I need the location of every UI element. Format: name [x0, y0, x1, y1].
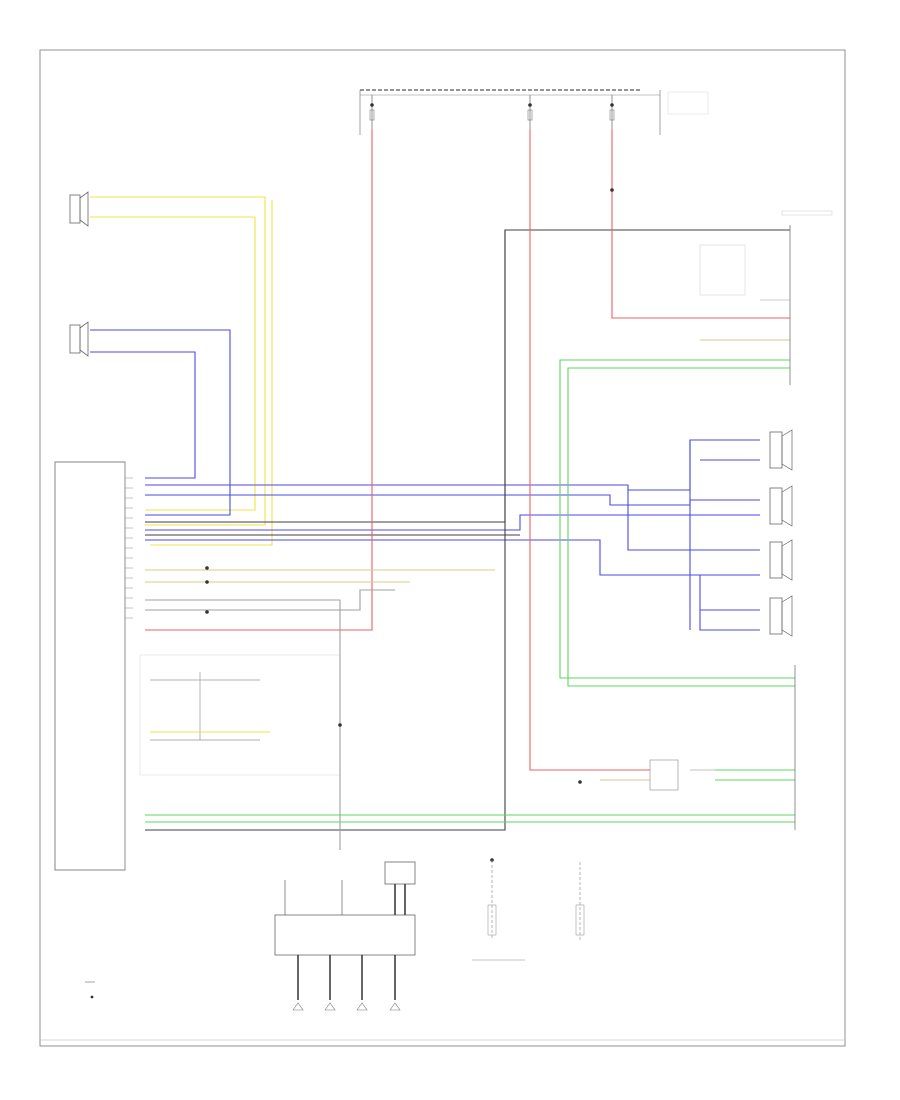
tan-wires — [145, 339, 790, 850]
right-door-speaker — [69, 321, 89, 357]
bottom-module — [274, 861, 416, 1011]
yellow-wires — [90, 196, 273, 546]
red-wires — [145, 130, 790, 771]
left-door-speaker — [69, 191, 89, 227]
connector-dots — [205, 103, 614, 862]
green-wires — [145, 359, 795, 823]
radio-unit — [54, 461, 133, 871]
fuse-block — [359, 89, 709, 135]
blue-wires — [90, 329, 760, 631]
bottom-right-pins — [472, 860, 585, 961]
gray-wires — [145, 229, 790, 831]
radio-pin-rows — [125, 477, 133, 619]
legend — [85, 981, 95, 999]
antenna-amp — [649, 759, 715, 791]
right-connector-strip — [699, 210, 833, 830]
right-speakers — [769, 429, 793, 637]
radio-internal-box — [139, 654, 341, 776]
diagram-frame — [39, 49, 846, 1047]
